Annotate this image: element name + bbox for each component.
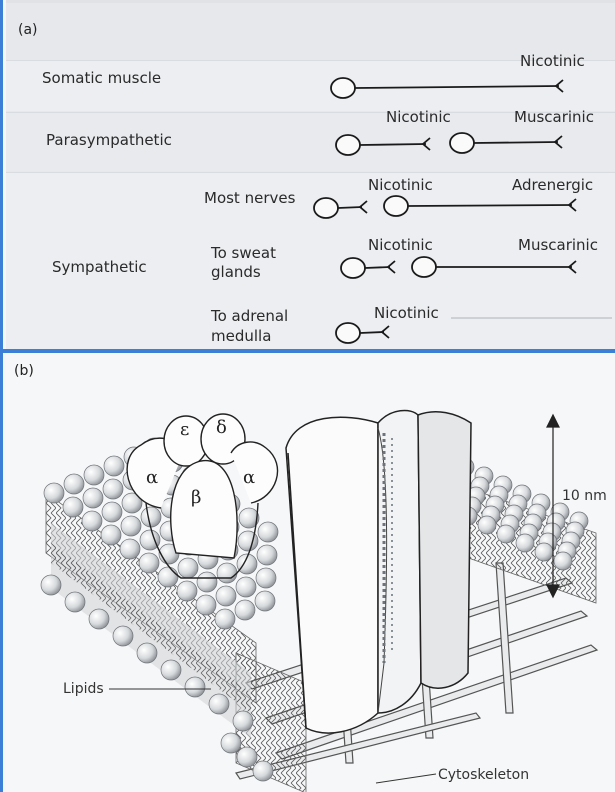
lipid-head (258, 522, 278, 542)
lipid-head (255, 591, 275, 611)
subunit-epsilon-label: ε (180, 419, 189, 440)
sweat-glands-preganglionic-neuron (341, 258, 395, 278)
lipid-head (516, 534, 534, 552)
lipid-head (137, 643, 157, 663)
panel-b-receptor-illustration: (b) (6, 353, 615, 792)
lipid-head (478, 516, 496, 534)
lipid-head (196, 595, 216, 615)
lipid-head (237, 747, 257, 767)
most-nerves-preganglionic-neuron (314, 198, 367, 218)
cytoskeleton-leader-line (376, 774, 436, 783)
lipid-head (256, 568, 276, 588)
lipid-head (139, 553, 159, 573)
lipid-head (41, 575, 61, 595)
receptor-membrane-drawing: α ε δ β α 10 nm Lipids Cytoskeleton (6, 353, 615, 792)
most-nerves-postganglionic-neuron (384, 196, 576, 216)
lipid-head (161, 660, 181, 680)
lipid-head (121, 516, 141, 536)
lipid-head (141, 507, 161, 527)
subunit-lobe-beta (171, 461, 237, 558)
lipid-head (209, 694, 229, 714)
lipid-head (221, 733, 241, 753)
lipid-head (185, 677, 205, 697)
lipid-head (216, 586, 236, 606)
lipid-head (44, 483, 64, 503)
lipid-head (197, 572, 217, 592)
scale-label: 10 nm (562, 488, 607, 504)
lipid-head (535, 543, 553, 561)
parasympathetic-postganglionic-neuron (450, 133, 562, 153)
lipid-head (83, 488, 103, 508)
lipid-head (120, 539, 140, 559)
lipid-head (65, 592, 85, 612)
lipid-head (82, 511, 102, 531)
lipid-head (217, 563, 237, 583)
adrenal-neuron (336, 323, 389, 343)
lipid-head (113, 626, 133, 646)
lipid-head (178, 558, 198, 578)
receptor-channel (286, 410, 471, 733)
lipid-head (103, 479, 123, 499)
lipids-label: Lipids (63, 681, 104, 697)
cytoskeleton-label: Cytoskeleton (438, 767, 529, 783)
somatic-neuron (331, 78, 563, 98)
lipid-head (158, 567, 178, 587)
lipid-head (233, 711, 253, 731)
panel-a-autonomic-pathways: (a) Somatic muscle Nicotinic Parasympath… (6, 0, 615, 350)
lipid-head (89, 609, 109, 629)
lipid-head (64, 474, 84, 494)
parasympathetic-preganglionic-neuron (336, 135, 430, 155)
lipid-head (554, 552, 572, 570)
lipid-head (63, 497, 83, 517)
lipid-head (497, 525, 515, 543)
lipid-head (104, 456, 124, 476)
lipid-head (102, 502, 122, 522)
lipid-head (177, 581, 197, 601)
subunit-alpha-right-label: α (243, 467, 255, 488)
lipid-head (257, 545, 277, 565)
subunit-delta-label: δ (216, 417, 227, 438)
sweat-glands-postganglionic-neuron (412, 257, 576, 277)
lipid-head (84, 465, 104, 485)
lipid-head (253, 761, 273, 781)
subunit-beta-label: β (191, 487, 201, 508)
subunit-alpha-left-label: α (146, 467, 158, 488)
lipid-head (235, 600, 255, 620)
lipid-head (101, 525, 121, 545)
neuron-pathways-drawing (6, 0, 615, 350)
lipid-head (236, 577, 256, 597)
lipid-head (215, 609, 235, 629)
